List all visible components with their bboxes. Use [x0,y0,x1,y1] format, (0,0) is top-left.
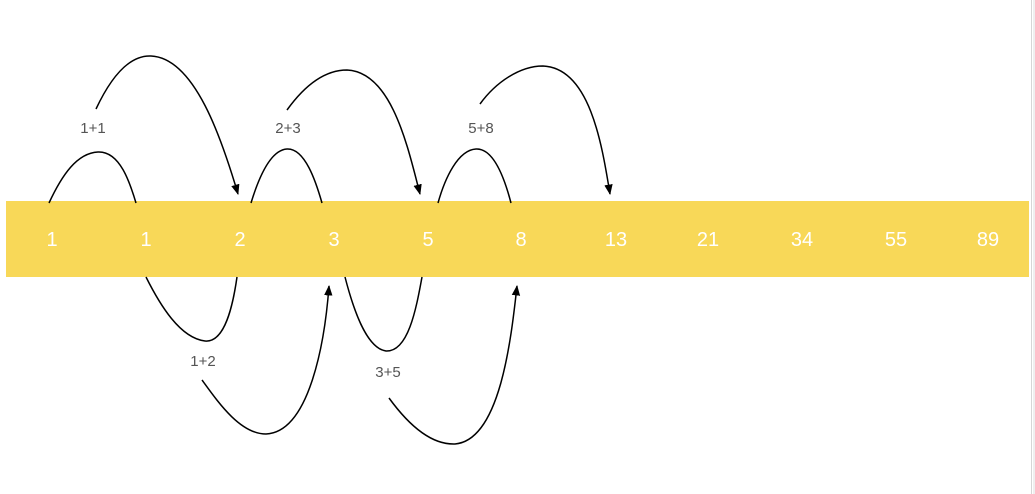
sum-arc-bottom-1 [145,276,238,342]
sum-label-top-2: 2+3 [275,120,301,137]
sum-arrow-bottom-2 [388,284,521,445]
sequence-number: 3 [328,229,340,251]
sum-label-top-3: 5+8 [468,120,494,137]
sum-arrow-top-1 [95,55,240,196]
sequence-number: 2 [234,229,246,251]
sum-arc-top-1 [48,151,137,204]
window-edge-shadow [1033,0,1035,494]
sequence-number: 13 [604,229,628,251]
sequence-number: 89 [976,229,1000,251]
sequence-number: 8 [515,229,527,251]
sequence-number: 1 [46,229,58,251]
sum-arrow-bottom-1 [201,284,333,435]
sum-arrow-top-3 [479,65,613,196]
sequence-number: 55 [884,229,908,251]
sequence-number: 5 [422,229,434,251]
window-edge [1031,0,1032,494]
sum-arrow-top-2 [286,69,422,196]
sequence-number: 21 [696,229,720,251]
sum-arc-bottom-2 [344,276,423,352]
sum-label-top-1: 1+1 [80,120,106,137]
sum-label-bottom-2: 3+5 [375,364,401,381]
sum-arc-top-2 [250,148,323,204]
sum-arc-top-3 [437,148,512,204]
sequence-band [6,201,1029,277]
sequence-number: 1 [140,229,152,251]
sum-label-bottom-1: 1+2 [190,353,216,370]
sequence-number: 34 [790,229,814,251]
